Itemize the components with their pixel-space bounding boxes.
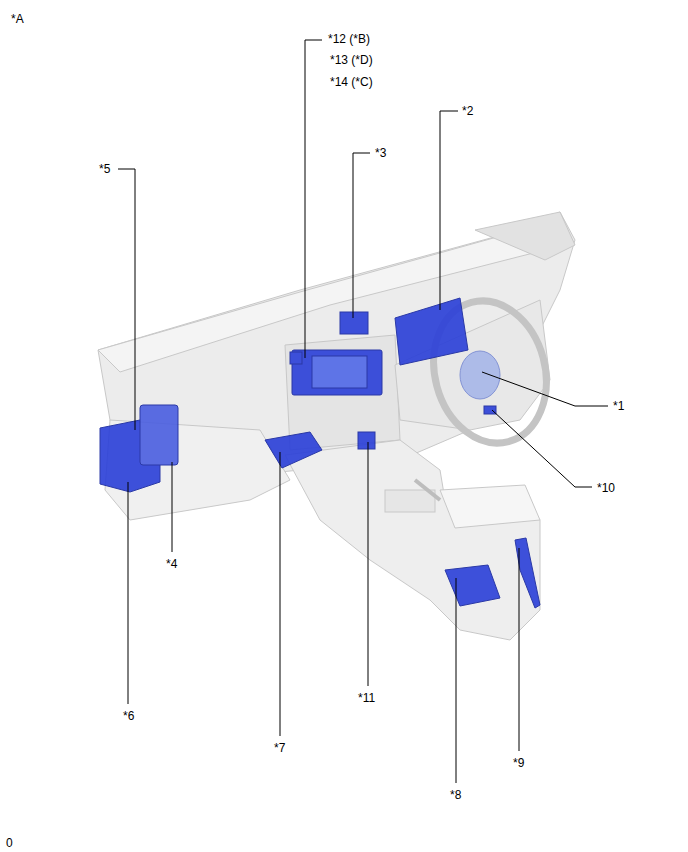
callout-number: *12 (*B)	[327, 32, 371, 46]
callout-number: *10	[596, 481, 616, 495]
callout-number: *8	[449, 788, 462, 802]
callout-number: *9	[512, 756, 525, 770]
callout-number: *2	[461, 104, 474, 118]
view-label: *A	[10, 12, 25, 26]
callout-number: *4	[165, 557, 178, 571]
callout-number: *3	[374, 146, 387, 160]
figure-id: 0	[5, 836, 14, 850]
callout-number: *1	[612, 399, 625, 413]
callout-number: *13 (*D)	[329, 53, 374, 67]
callout-number: *6	[122, 709, 135, 723]
callout-number: *7	[273, 741, 286, 755]
callout-number: *5	[98, 162, 111, 176]
callout-number: *14 (*C)	[329, 75, 374, 89]
callout-number: *11	[357, 691, 376, 705]
